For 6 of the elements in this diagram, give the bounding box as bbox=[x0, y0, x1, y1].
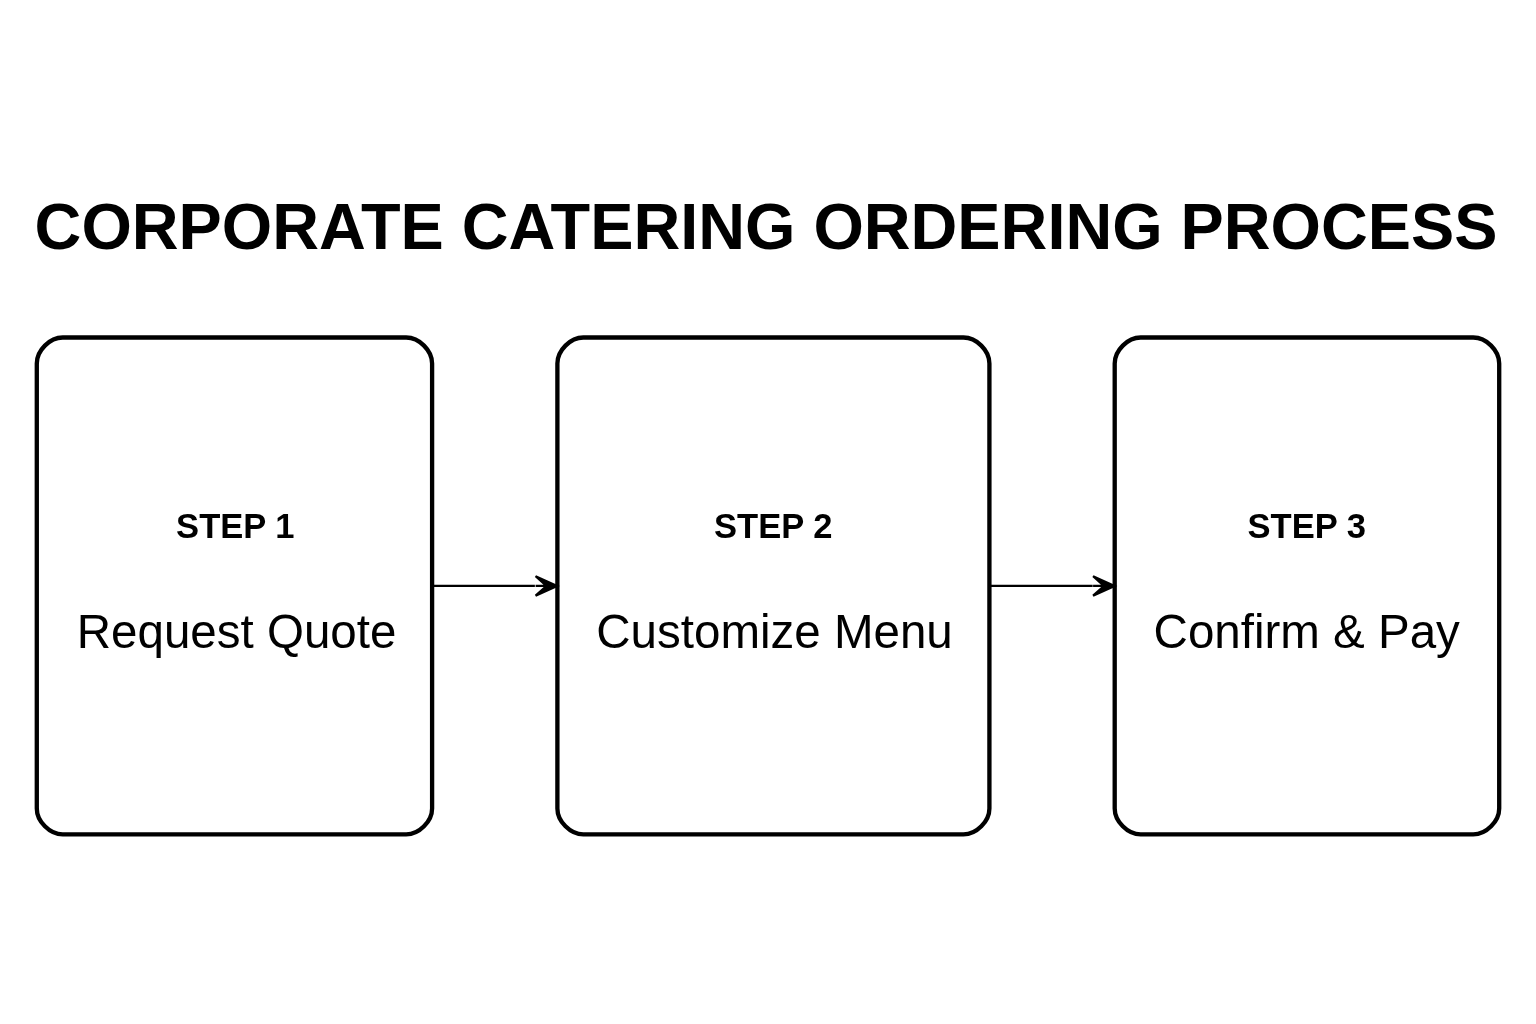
diagram-title: CORPORATE CATERING ORDERING PROCESS bbox=[34, 189, 1498, 263]
node-box: STEP 3 Confirm & Pay bbox=[1112, 334, 1502, 836]
arrow bbox=[432, 574, 559, 597]
arrow bbox=[990, 574, 1116, 597]
node-box: STEP 1 Request Quote bbox=[34, 334, 435, 836]
node-box: STEP 2 Customize Menu bbox=[555, 334, 992, 836]
